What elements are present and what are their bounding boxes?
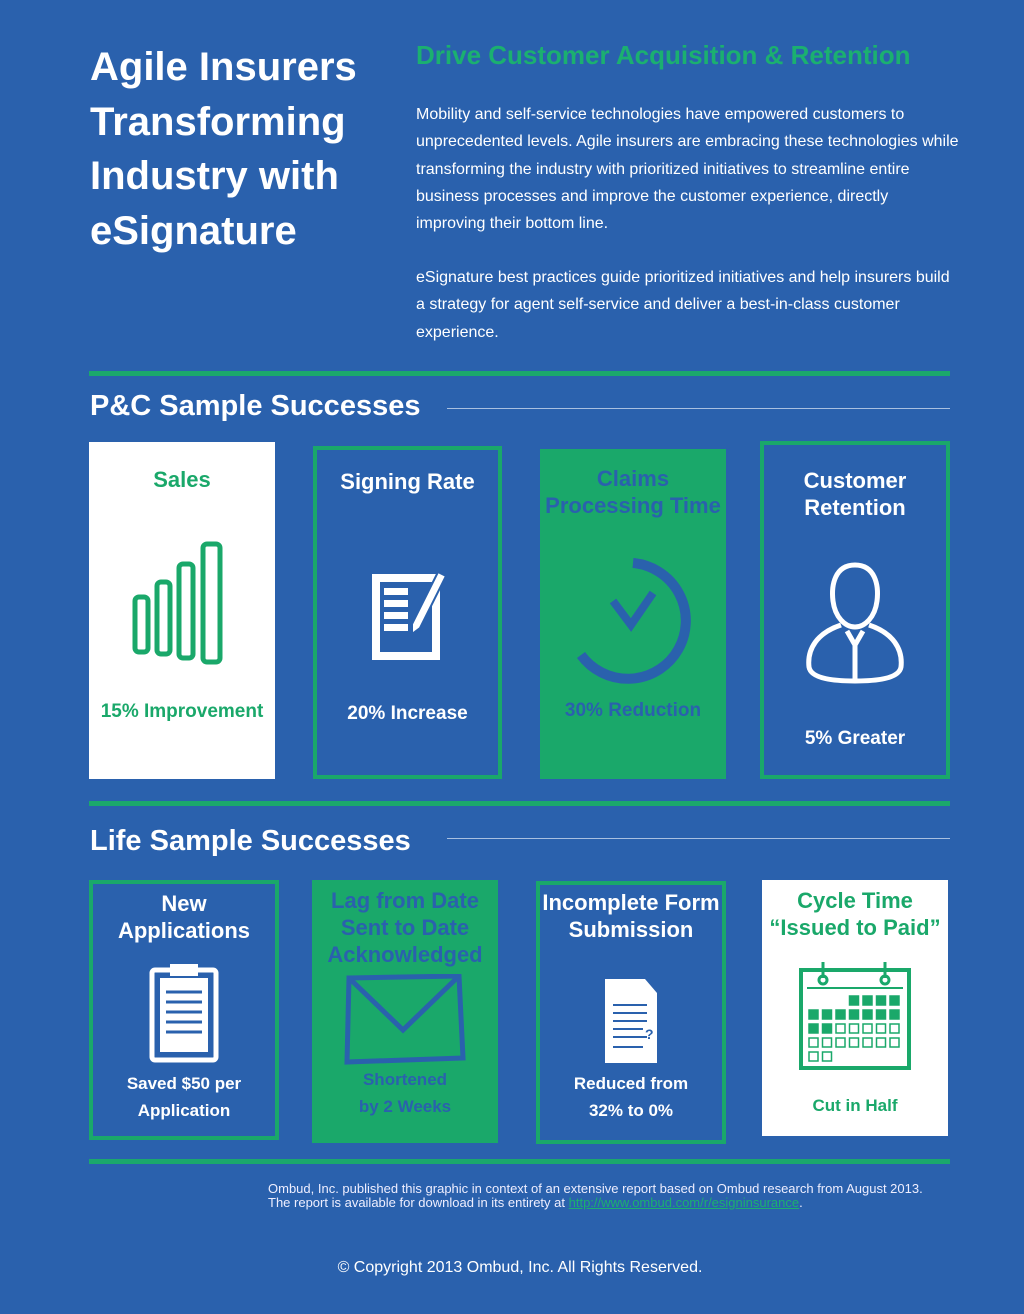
document-question-icon: ? [605, 979, 657, 1063]
calendar-day [835, 1037, 846, 1048]
source-note: Ombud, Inc. published this graphic in co… [268, 1181, 923, 1210]
card-title: Signing Rate [340, 469, 475, 494]
calendar-day [889, 995, 900, 1006]
calendar-day [808, 1009, 819, 1020]
calendar-day [821, 1037, 833, 1048]
calendar-day [875, 1023, 887, 1034]
card-cycle-time: Cycle Time “Issued to Paid” Cut in Half [762, 880, 948, 1136]
envelope-icon [344, 974, 466, 1065]
card-title: Lag from Date Sent to Date Acknowledged [327, 888, 483, 967]
svg-text:?: ? [645, 1026, 654, 1042]
calendar-day [862, 1009, 873, 1020]
pc-section-title: P&C Sample Successes [90, 390, 421, 422]
card-signing-rate: Signing Rate 20% Increase [313, 446, 502, 779]
card-title: Cycle Time “Issued to Paid” [769, 888, 941, 940]
card-title: Customer Retention [803, 468, 907, 520]
report-link[interactable]: http://www.ombud.com/r/esigninsurance [568, 1195, 800, 1210]
calendar-day [821, 1051, 833, 1062]
calendar-day [848, 1023, 860, 1034]
life-section-title: Life Sample Successes [90, 825, 411, 857]
calendar-day [808, 1037, 819, 1048]
calendar-day [808, 1023, 819, 1034]
card-value: 30% Reduction [564, 700, 702, 721]
card-lag-time: Lag from Date Sent to Date Acknowledged … [312, 880, 498, 1143]
card-value: Shortened by 2 Weeks [358, 1070, 452, 1116]
calendar-day [835, 1023, 846, 1034]
card-value: 20% Increase [347, 703, 468, 724]
main-title: Agile Insurers Transforming Industry wit… [90, 45, 357, 253]
calendar-day [889, 1037, 900, 1048]
clock-icon [576, 558, 691, 684]
intro-paragraph: Mobility and self-service technologies h… [416, 106, 959, 233]
card-value: Reduced from 32% to 0% [573, 1074, 689, 1120]
bar-chart-icon [132, 541, 223, 665]
divider [89, 1159, 950, 1164]
calendar-day [889, 1023, 900, 1034]
intro-paragraph-2: eSignature best practices guide prioriti… [416, 269, 950, 341]
card-new-applications: New Applications Saved $50 per Applicati… [89, 880, 279, 1140]
divider [89, 371, 950, 376]
calendar-day [875, 995, 887, 1006]
card-title: New Applications [117, 891, 250, 943]
calendar-day [835, 1009, 846, 1020]
divider-thin [447, 408, 950, 409]
card-sales: Sales 15% Improvement [89, 442, 275, 779]
source-note-text: Ombud, Inc. published this graphic in co… [268, 1181, 923, 1210]
calendar-day [848, 1009, 860, 1020]
calendar-icon [799, 962, 911, 1070]
calendar-day [862, 1023, 873, 1034]
card-value: 5% Greater [804, 728, 906, 749]
calendar-day [862, 1037, 873, 1048]
subheading: Drive Customer Acquisition & Retention [416, 40, 911, 70]
copyright: © Copyright 2013 Ombud, Inc. All Rights … [337, 1259, 703, 1276]
document-pen-icon [371, 570, 447, 660]
card-title: Incomplete Form Submission [542, 890, 720, 942]
divider-thin [447, 838, 950, 839]
card-title: Sales [153, 467, 211, 492]
card-title: Claims Processing Time [545, 466, 721, 518]
calendar-day [821, 1009, 833, 1020]
calendar-day [889, 1009, 900, 1020]
calendar-day [821, 1023, 833, 1034]
card-customer-retention: Customer Retention 5% Greater [760, 441, 950, 779]
calendar-day [875, 1037, 887, 1048]
divider [89, 801, 950, 806]
card-value: Saved $50 per Application [126, 1074, 242, 1120]
calendar-day [875, 1009, 887, 1020]
clipboard-icon [149, 964, 219, 1063]
card-value: Cut in Half [812, 1096, 898, 1115]
calendar-day [848, 1037, 860, 1048]
person-icon [806, 562, 904, 684]
card-claims-processing: Claims Processing Time 30% Reduction [540, 449, 726, 779]
calendar-day [848, 995, 860, 1006]
calendar-day [808, 1051, 819, 1062]
card-value: 15% Improvement [100, 701, 264, 722]
calendar-day [862, 995, 873, 1006]
card-incomplete-form: Incomplete Form Submission ? Reduced fro… [536, 881, 726, 1144]
